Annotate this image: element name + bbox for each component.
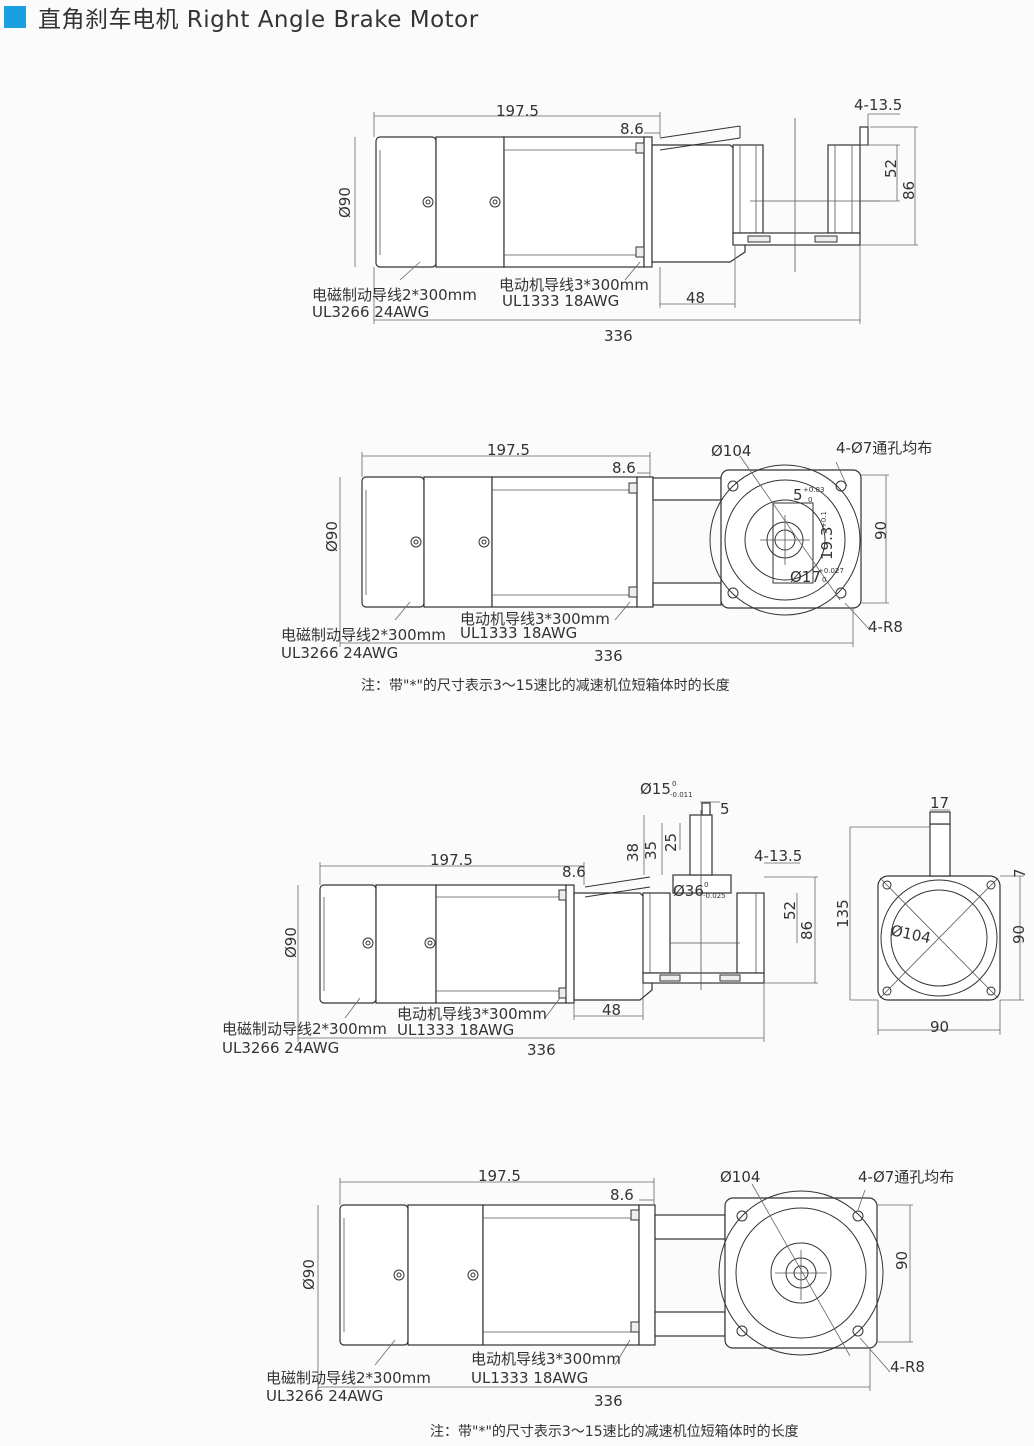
d2-bore-tol2: 0 xyxy=(822,576,826,584)
d4-holes: 4-Ø7通孔均布 xyxy=(858,1168,954,1186)
d3-wire-motor-2: UL1333 18AWG xyxy=(397,1021,514,1039)
d3-len-flange: 8.6 xyxy=(562,863,586,881)
d3-total: 336 xyxy=(527,1041,556,1059)
d3-key5: 5 xyxy=(720,800,730,818)
d2-len-flange: 8.6 xyxy=(612,459,636,477)
d3-hole: 4-13.5 xyxy=(754,847,802,865)
d2-shaft-h: 19.3 xyxy=(818,527,836,560)
d2-holes: 4-Ø7通孔均布 xyxy=(836,439,932,457)
d3-l38: 38 xyxy=(624,843,642,862)
d4-wire-motor-1: 电动机导线3*300mm xyxy=(471,1350,621,1368)
d4-len-flange: 8.6 xyxy=(610,1186,634,1204)
d4-wire-brake-1: 电磁制动导线2*300mm xyxy=(266,1369,431,1387)
drawing-3-geometry xyxy=(319,802,765,1004)
d3-pilot: Ø36 xyxy=(673,882,704,900)
d2-wire-brake-1: 电磁制动导线2*300mm xyxy=(281,626,446,644)
drawing-3: 197.5 8.6 336 Ø90 Ø15 0 -0.011 5 38 35 2… xyxy=(222,780,1029,1059)
page-title: 直角刹车电机 Right Angle Brake Motor xyxy=(4,0,479,34)
d1-w48: 48 xyxy=(686,289,705,307)
d4-wire-motor-2: UL1333 18AWG xyxy=(471,1369,588,1387)
d2-side90: 90 xyxy=(872,521,890,540)
d2-bore: Ø17 xyxy=(790,568,821,586)
d3-len-motor: 197.5 xyxy=(430,851,473,869)
d2-shaft-h-tol: +0.1 xyxy=(820,511,828,528)
d3-h52: 52 xyxy=(781,901,799,920)
drawing-3-dimensions xyxy=(297,801,818,1042)
d1-wire-brake-1: 电磁制动导线2*300mm xyxy=(312,286,477,304)
d1-h86: 86 xyxy=(900,181,918,200)
d4-wire-brake-2: UL3266 24AWG xyxy=(266,1387,383,1405)
d3-side-7: 7 xyxy=(1011,868,1029,878)
d2-key: 5 xyxy=(793,486,803,504)
d2-key-tol: +0.03 xyxy=(803,486,824,494)
drawing-4-dimensions xyxy=(317,1178,913,1391)
d3-pilot-tol-a: 0 xyxy=(704,881,708,889)
title-accent-square xyxy=(4,6,26,28)
d1-wire-motor-1: 电动机导线3*300mm xyxy=(499,276,649,294)
d3-wire-brake-1: 电磁制动导线2*300mm xyxy=(222,1020,387,1038)
d2-len-motor: 197.5 xyxy=(487,441,530,459)
d4-dia-body: Ø90 xyxy=(300,1259,318,1290)
d3-wire-brake-2: UL3266 24AWG xyxy=(222,1039,339,1057)
d1-h52: 52 xyxy=(882,159,900,178)
d1-dia-body: Ø90 xyxy=(336,187,354,218)
d2-wire-motor-1: 电动机导线3*300mm xyxy=(460,610,610,628)
drawing-2-dimensions xyxy=(339,452,889,647)
d3-wire-motor-1: 电动机导线3*300mm xyxy=(397,1005,547,1023)
d1-wire-motor-2: UL1333 18AWG xyxy=(502,292,619,310)
d2-note: 注：带"*"的尺寸表示3～15速比的减速机位短箱体时的长度 xyxy=(361,678,730,694)
drawing-1-geometry xyxy=(375,118,880,272)
d3-dia-body: Ø90 xyxy=(282,927,300,958)
d1-len-motor: 197.5 xyxy=(496,102,539,120)
d1-total: 336 xyxy=(604,327,633,345)
d4-side90: 90 xyxy=(893,1251,911,1270)
d3-side-90h: 90 xyxy=(930,1018,949,1036)
d4-radius: 4-R8 xyxy=(890,1358,925,1376)
d3-side-135: 135 xyxy=(834,899,852,928)
d3-h86: 86 xyxy=(798,921,816,940)
d1-wire-brake-2: UL3266 24AWG xyxy=(312,303,429,321)
d3-l35: 35 xyxy=(642,841,660,860)
drawing-3-side-view xyxy=(849,809,1024,1035)
d2-wire-brake-2: UL3266 24AWG xyxy=(281,644,398,662)
d3-shaft-tol-b: -0.011 xyxy=(670,791,693,799)
d4-len-motor: 197.5 xyxy=(478,1167,521,1185)
d2-total: 336 xyxy=(594,647,623,665)
drawing-4: 197.5 8.6 336 Ø90 Ø104 4-Ø7通孔均布 90 4-R8 … xyxy=(266,1167,954,1440)
drawing-1: 197.5 8.6 336 Ø90 4-13.5 52 86 48 电磁制动导线… xyxy=(312,96,918,345)
d2-dia-body: Ø90 xyxy=(323,521,341,552)
drawing-1-dimensions xyxy=(354,112,918,324)
d3-side-17: 17 xyxy=(930,794,949,812)
page-title-text: 直角刹车电机 Right Angle Brake Motor xyxy=(38,7,479,33)
d1-len-flange: 8.6 xyxy=(620,120,644,138)
d3-side-90v: 90 xyxy=(1010,925,1028,944)
d2-wire-motor-2: UL1333 18AWG xyxy=(460,624,577,642)
d1-hole: 4-13.5 xyxy=(854,96,902,114)
d4-note: 注：带"*"的尺寸表示3～15速比的减速机位短箱体时的长度 xyxy=(430,1424,799,1440)
d3-w48: 48 xyxy=(602,1001,621,1019)
drawing-2: 197.5 8.6 336 Ø90 Ø104 4-Ø7通孔均布 5 +0.03 … xyxy=(281,439,932,694)
drawing-4-geometry xyxy=(339,1190,884,1356)
drawing-2-geometry xyxy=(361,464,862,616)
d2-dia-flange: Ø104 xyxy=(711,442,751,460)
d3-shaft-dia: Ø15 xyxy=(640,780,671,798)
d3-pilot-tol-b: -0.025 xyxy=(703,892,726,900)
d2-key-tol2: 0 xyxy=(808,496,812,504)
d3-shaft-tol-a: 0 xyxy=(672,780,676,788)
d3-l25: 25 xyxy=(662,833,680,852)
d2-radius: 4-R8 xyxy=(868,618,903,636)
d4-total: 336 xyxy=(594,1392,623,1410)
d2-bore-tol: +0.027 xyxy=(818,567,844,575)
d4-dia-flange: Ø104 xyxy=(720,1168,760,1186)
